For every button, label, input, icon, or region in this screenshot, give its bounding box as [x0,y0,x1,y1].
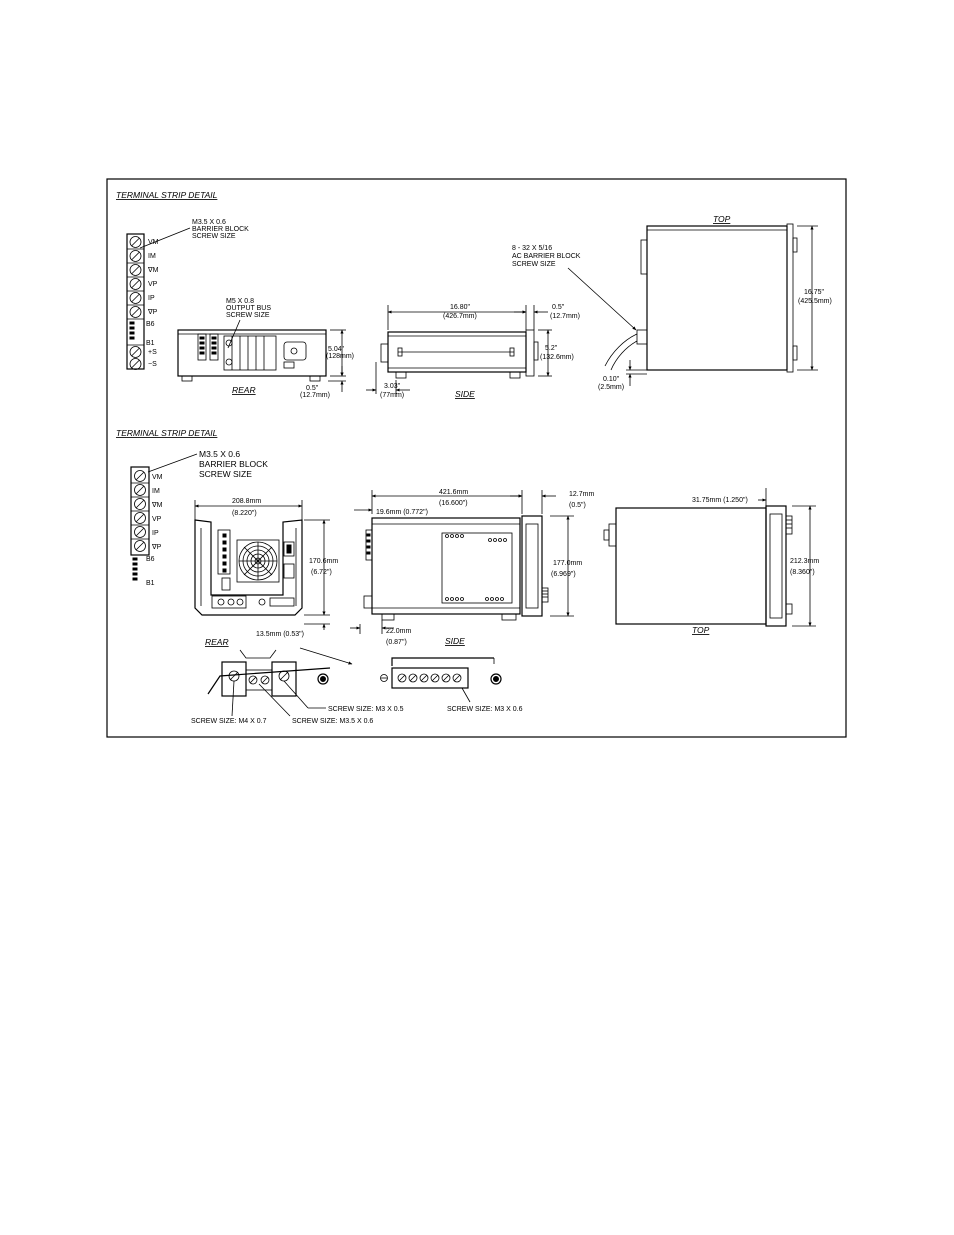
lower-side-height-dim-in: (6.969") [551,571,576,578]
lower-top-view [603,505,793,627]
upper-top-width-dim: 16.75" [804,289,825,296]
lower-barrier-callout-line2: BARRIER BLOCK [199,459,268,469]
lower-terminal-p: ∇P [151,544,162,551]
lower-terminal-strip-title: TERMINAL STRIP DETAIL [116,428,218,438]
lower-barrier-leader [147,453,198,473]
upper-terminal-vm: VM [148,239,159,246]
upper-top-view [604,223,798,373]
lower-terminal-vm: VM [152,474,163,481]
screw-size-m3-06-label: SCREW SIZE: M3 X 0.6 [447,706,523,713]
power-switch-icon [283,541,295,557]
lower-side-vent-holes [445,534,507,601]
lower-top-height-dim-in: (8.360") [790,569,815,576]
output-bus-detail-leader [299,647,353,665]
upper-side-label: SIDE [455,389,475,399]
upper-rear-view [177,329,327,382]
upper-top-offset-dim: 0.10" [603,376,620,383]
upper-side-view [380,329,539,379]
lower-side-front-dim: 12.7mm [569,491,594,498]
upper-terminal-p: ∇P [147,309,158,316]
lower-side-length-dim-in: (16.600") [439,500,468,507]
lower-terminal-b6: B6 [146,556,155,563]
upper-side-depth-dim: 3.03" [384,383,401,390]
upper-side-length-dim: 16.80" [450,304,471,311]
upper-rear-foot-dim-mm: (12.7mm) [300,392,330,399]
upper-side-height-dim-mm: (132.6mm) [540,354,574,361]
fan-grille-icon [236,539,280,583]
lower-barrier-callout-line3: SCREW SIZE [199,469,252,479]
upper-top-width-dim-mm: (425.5mm) [798,298,832,305]
upper-side-front-dim: 0.5" [552,304,565,311]
upper-output-bus-callout-line2: OUTPUT BUS [226,305,271,312]
upper-rear-height-dim: 5.04" [328,346,345,353]
lower-terminal-b1: B1 [146,580,155,587]
lower-rear-label: REAR [205,637,229,647]
lower-top-label: TOP [692,625,710,635]
upper-terminal-strip-title: TERMINAL STRIP DETAIL [116,190,218,200]
lower-side-inset-dim: 19.6mm (0.772") [376,509,428,516]
upper-ac-callout-line2: AC BARRIER BLOCK [512,253,581,260]
lower-rear-height-dim-in: (6.72") [311,569,332,576]
upper-side-length-dim-mm: (426.7mm) [443,313,477,320]
output-bus-detail [207,649,331,697]
lower-rear-height-dim: 170.6mm [309,558,338,565]
lower-terminal-im: IM [152,488,160,495]
lower-rear-terminal-block [217,529,231,575]
lower-side-foot-dim: 22.0mm [386,628,411,635]
upper-side-height-dim: 5.2" [545,345,558,352]
upper-rear-height-dim-mm: (128mm) [326,353,354,360]
upper-top-label: TOP [713,214,731,224]
lower-rear-width-dim-in: (8.220") [232,510,257,517]
screw-size-m4-label: SCREW SIZE: M4 X 0.7 [191,718,267,725]
lower-terminal-strip: VM IM ∇M VP IP ∇P B6 B1 [130,466,163,587]
lower-side-front-dim-in: (0.5") [569,502,586,509]
upper-terminal-b6: B6 [146,321,155,328]
lower-barrier-callout-line1: M3.5 X 0.6 [199,449,240,459]
upper-ac-callout-line1: 8 - 32 X 5/16 [512,245,552,252]
upper-terminal-b1: B1 [146,340,155,347]
upper-ac-callout-leader [567,267,637,331]
upper-terminal-ip: IP [148,295,155,302]
screw-size-m3-05-label: SCREW SIZE: M3 X 0.5 [328,706,404,713]
upper-rear-terminal-block [197,333,219,361]
upper-terminal-im: IM [148,253,156,260]
upper-ac-callout-line3: SCREW SIZE [512,261,556,268]
upper-side-depth-dim-mm: (77mm) [380,392,404,399]
lower-terminal-ip: IP [152,530,159,537]
lower-side-view [363,515,549,621]
lower-rear-view [194,519,303,616]
lower-side-length-dim: 421.6mm [439,489,468,496]
lower-top-front-dim: 31.75mm (1.250") [692,497,748,504]
upper-terminal-strip: VM IM ∇M VP IP ∇P B6 B1 +S −S [126,233,159,370]
upper-output-bus-callout-line1: M5 X 0.8 [226,298,254,305]
upper-terminal-vp: VP [148,281,158,288]
upper-top-offset-dim-mm: (2.5mm) [598,384,624,391]
lower-side-height-dim: 177.0mm [553,560,582,567]
ac-inlet-icon [283,563,295,579]
upper-barrier-callout-line1: M3.5 X 0.6 [192,219,226,226]
upper-rear-foot-dim: 0.5" [306,385,319,392]
lower-terminal-vp: VP [152,516,162,523]
upper-rear-label: REAR [232,385,256,395]
upper-barrier-callout-line2: BARRIER BLOCK [192,226,249,233]
upper-terminal-minus-s: −S [148,361,157,368]
upper-terminal-plus-s: +S [148,349,157,356]
upper-terminal-m: ∇M [147,267,159,274]
lower-rear-width-dim: 208.8mm [232,498,261,505]
lower-side-label: SIDE [445,636,465,646]
upper-output-bus-callout-line3: SCREW SIZE [226,312,270,319]
lower-rear-bottom-dim: 13.5mm (0.53") [256,631,304,638]
screw-size-m35-label: SCREW SIZE: M3.5 X 0.6 [292,718,373,725]
upper-terminal-screws [127,236,144,370]
side-terminal-detail [380,657,502,689]
upper-side-front-dim-mm: (12.7mm) [550,313,580,320]
lower-terminal-m: ∇M [151,502,163,509]
lower-top-height-dim: 212.3mm [790,558,819,565]
lower-side-foot-dim-in: (0.87") [386,639,407,646]
figure-frame [106,178,847,738]
upper-rear-heatsink [223,335,277,371]
upper-barrier-callout-line3: SCREW SIZE [192,233,236,240]
upper-barrier-leader [139,227,191,249]
